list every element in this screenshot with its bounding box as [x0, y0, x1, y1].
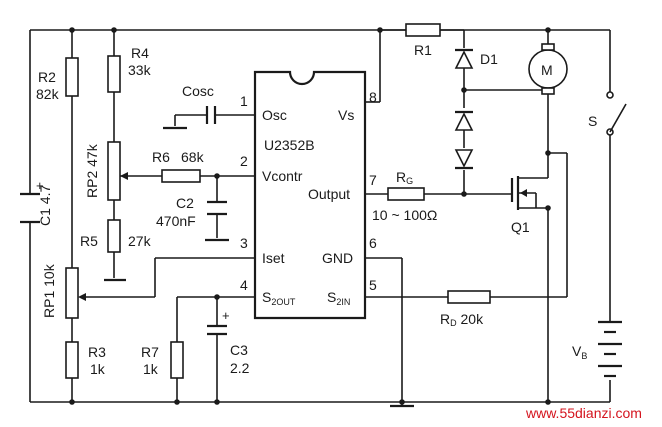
- r2-ref: R2: [38, 69, 56, 85]
- pin-s2in-num: 5: [369, 277, 377, 293]
- pin-s2out-label: S2OUT: [262, 289, 296, 307]
- pin-osc-label: Osc: [262, 107, 287, 123]
- switch-ref: S: [588, 113, 597, 129]
- resistor-r1: R1: [405, 23, 441, 58]
- pin-gnd-num: 6: [369, 235, 377, 251]
- resistor-r5: R5 27k: [80, 219, 152, 282]
- motor-ref: M: [541, 62, 553, 78]
- vb-ref: VB: [572, 343, 587, 361]
- ic-name: U2352B: [264, 137, 315, 153]
- capacitor-c3: + C3 2.2: [207, 308, 250, 376]
- rp1-ref: RP1 10k: [41, 263, 57, 318]
- potentiometer-rp1: RP1 10k: [41, 263, 86, 319]
- capacitor-c2: C2 470nF: [156, 195, 229, 242]
- cosc-ref: Cosc: [182, 83, 214, 99]
- pin-vcontr-label: Vcontr: [262, 168, 303, 184]
- q1-ref: Q1: [511, 219, 530, 235]
- resistor-r3: R3 1k: [65, 341, 106, 379]
- rd-ref: RD 20k: [440, 311, 484, 328]
- r4-ref: R4: [131, 45, 149, 61]
- rg-value: 10 ~ 100Ω: [372, 207, 437, 223]
- c2-value: 470nF: [156, 213, 196, 229]
- c3-plus: +: [222, 308, 230, 323]
- capacitor-cosc: Cosc: [163, 83, 217, 130]
- pin-iset-num: 3: [240, 235, 248, 251]
- r7-value: 1k: [143, 361, 159, 377]
- diode-d1: D1: [454, 48, 498, 170]
- resistor-r4: R4 33k: [107, 45, 152, 93]
- resistor-r6: R6 68k: [152, 149, 205, 183]
- pin-vs-num: 8: [369, 89, 377, 105]
- pin-gnd-label: GND: [322, 250, 353, 266]
- pin-osc-num: 1: [240, 93, 248, 109]
- switch-s: S: [588, 91, 627, 136]
- pin-s2in-label: S2IN: [327, 289, 350, 307]
- pin-output-label: Output: [308, 186, 350, 202]
- c1-plus: +: [36, 178, 44, 193]
- pin-vcontr-num: 2: [240, 153, 248, 169]
- c3-value: 2.2: [230, 360, 250, 376]
- r3-value: 1k: [90, 361, 106, 377]
- pin-iset-label: Iset: [262, 250, 285, 266]
- mosfet-q1: Q1: [510, 176, 548, 235]
- rp2-ref: RP2 47k: [84, 143, 100, 198]
- battery-vb: VB: [572, 320, 622, 378]
- motor-m: M: [528, 43, 568, 95]
- resistor-rd: RD 20k: [440, 290, 491, 328]
- d1-ref: D1: [480, 51, 498, 67]
- wires: [29, 29, 611, 406]
- potentiometer-rp2: RP2 47k: [84, 141, 128, 201]
- c2-ref: C2: [176, 195, 194, 211]
- c3-ref: C3: [230, 342, 248, 358]
- r4-value: 33k: [128, 62, 152, 78]
- resistor-r2: R2 82k: [36, 57, 79, 102]
- r6-value: 68k: [181, 149, 205, 165]
- c1-label: C1 4.7: [37, 185, 53, 226]
- ic-u2352b: U2352B Osc 1 Vcontr 2 Iset 3 S2OUT 4 GND…: [240, 70, 377, 320]
- pin-vs-label: Vs: [338, 107, 354, 123]
- pin-output-num: 7: [369, 172, 377, 188]
- resistor-rg: RG 10 ~ 100Ω: [372, 169, 437, 223]
- r6-ref: R6: [152, 149, 170, 165]
- r1-ref: R1: [414, 42, 432, 58]
- r5-ref: R5: [80, 233, 98, 249]
- r5-value: 27k: [128, 233, 152, 249]
- r2-value: 82k: [36, 86, 60, 102]
- r3-ref: R3: [88, 344, 106, 360]
- capacitor-c1: + C1 4.7: [20, 178, 53, 226]
- rg-ref: RG: [396, 169, 413, 186]
- r7-ref: R7: [141, 344, 159, 360]
- watermark: www.55dianzi.com: [525, 405, 642, 421]
- pin-s2out-num: 4: [240, 277, 248, 293]
- resistor-r7: R7 1k: [141, 341, 184, 379]
